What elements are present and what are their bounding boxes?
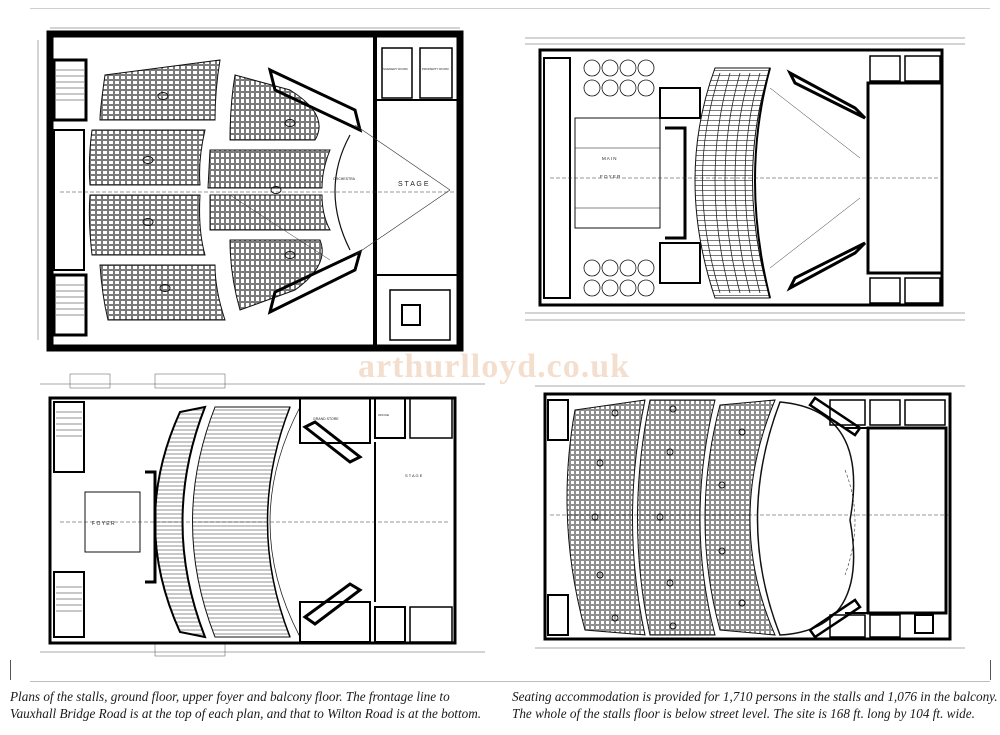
stage-label: S T A G E xyxy=(405,473,423,478)
balcony-floor-plan xyxy=(530,380,970,660)
stalls-floor-plan: S T A G E ORCHESTRA SCENERY ROOM PROPERT… xyxy=(30,20,470,360)
office-label: OFFICE xyxy=(378,413,389,417)
caption-right: Seating accommodation is provided for 1,… xyxy=(512,688,998,722)
foyer-plan-drawing: F O Y E R GRAND STORE OFFICE S T A G E xyxy=(40,373,485,657)
foyer-label: F O Y E R xyxy=(92,521,115,527)
page-rule-right xyxy=(990,660,991,680)
grand-store-label: GRAND STORE xyxy=(313,417,339,421)
main-label: M A I N xyxy=(602,156,617,161)
upper-foyer-plan: F O Y E R GRAND STORE OFFICE S T A G E xyxy=(30,372,490,664)
balcony-plan-drawing xyxy=(535,385,965,649)
ground-plan-drawing: M A I N F O Y E R xyxy=(525,37,965,321)
property-room-label: PROPERTY ROOM xyxy=(422,67,449,71)
orchestra-label: ORCHESTRA xyxy=(333,177,356,181)
caption-left: Plans of the stalls, ground floor, upper… xyxy=(10,688,481,722)
ground-floor-plan: M A I N F O Y E R xyxy=(520,28,970,338)
caption-right-line-1: Seating accommodation is provided for 1,… xyxy=(512,689,998,704)
watermark: arthurlloyd.co.uk xyxy=(358,348,631,385)
caption-right-line-2: The whole of the stalls floor is below s… xyxy=(512,706,975,721)
caption-left-line-2: Vauxhall Bridge Road is at the top of ea… xyxy=(10,706,482,721)
foyer-label: F O Y E R xyxy=(600,174,621,179)
page-rule-bottom xyxy=(30,681,990,682)
stage-label: S T A G E xyxy=(398,181,429,188)
page-rule-top xyxy=(30,8,990,9)
page-rule-left xyxy=(10,660,11,680)
scenery-room-label: SCENERY ROOM xyxy=(383,67,408,71)
stalls-plan-drawing: S T A G E ORCHESTRA SCENERY ROOM PROPERT… xyxy=(37,27,464,352)
caption-left-line-1: Plans of the stalls, ground floor, upper… xyxy=(10,689,450,704)
